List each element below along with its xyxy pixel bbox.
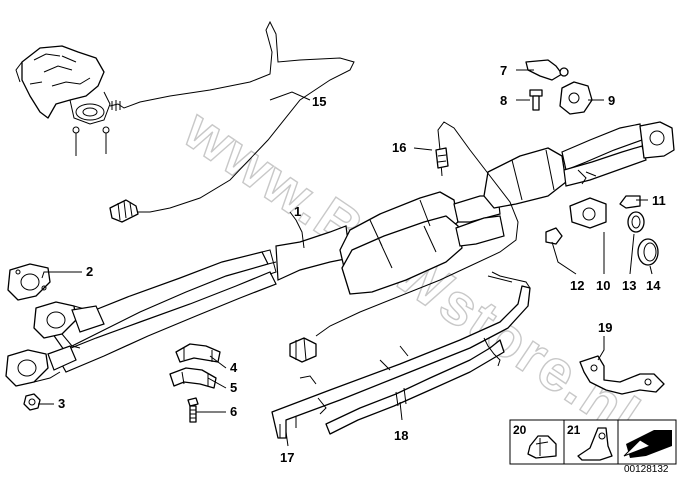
nut-3 [23, 393, 41, 411]
oxygen-sensor-15 [109, 20, 355, 223]
callout-3: 3 [58, 396, 65, 411]
callout-17: 17 [280, 450, 294, 465]
image-code: 00128132 [624, 464, 669, 475]
callout-4: 4 [230, 360, 238, 375]
clip-part-20 [527, 435, 557, 459]
callout-labels: 1 2 3 4 5 6 7 8 9 10 11 12 13 14 15 16 1… [58, 63, 666, 465]
oxygen-sensor-16 [289, 121, 519, 363]
inset-callout-20: 20 [513, 423, 527, 437]
callout-9: 9 [608, 93, 615, 108]
callout-12: 12 [570, 278, 584, 293]
callout-13: 13 [622, 278, 636, 293]
gasket-parts-10-14 [545, 195, 659, 266]
callout-5: 5 [230, 380, 237, 395]
inset-box: 20 21 00128132 [509, 419, 677, 475]
leader-lines [38, 69, 653, 447]
callout-18: 18 [394, 428, 408, 443]
exhaust-manifold [15, 45, 111, 156]
arrow-icon [623, 430, 672, 458]
callout-1: 1 [294, 204, 301, 219]
exhaust-pipe-assembly [5, 121, 675, 387]
callout-14: 14 [646, 278, 661, 293]
callout-7: 7 [500, 63, 507, 78]
callout-16: 16 [392, 140, 406, 155]
clamp-parts [169, 343, 221, 423]
callout-8: 8 [500, 93, 507, 108]
callout-19: 19 [598, 320, 612, 335]
callout-10: 10 [596, 278, 610, 293]
callout-6: 6 [230, 404, 237, 419]
callout-15: 15 [312, 94, 326, 109]
inset-callout-21: 21 [567, 423, 581, 437]
clip-part-21 [577, 427, 613, 461]
bracket-19 [579, 355, 665, 395]
mounting-bracket-17-18 [271, 271, 531, 439]
callout-11: 11 [652, 193, 666, 208]
hanger-parts-7-8-9 [525, 59, 593, 115]
callout-2: 2 [86, 264, 93, 279]
